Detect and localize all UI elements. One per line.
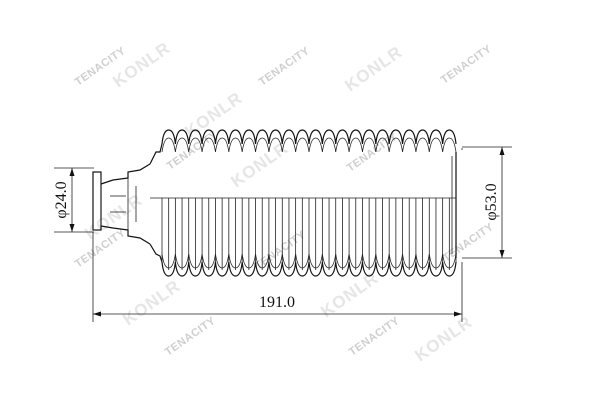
length-label: 191.0 — [259, 294, 295, 311]
boot-large-end — [451, 148, 463, 258]
watermark-brand: TENACITY — [345, 131, 400, 175]
outer-diameter-label: φ53.0 — [483, 183, 500, 220]
convolution-ridge — [161, 261, 457, 277]
inner-diameter-label: φ24.0 — [53, 181, 70, 218]
watermark-brand: TENACITY — [347, 315, 402, 359]
convolution-body-lines — [150, 197, 457, 270]
boot-neck — [92, 143, 163, 263]
watermark-logo: KONLR — [227, 138, 292, 191]
watermark-logo: KONLR — [317, 268, 382, 321]
convolution-top — [161, 129, 457, 153]
watermark-brand: TENACITY — [253, 229, 308, 273]
watermark-logo: KONLR — [411, 312, 476, 365]
convolution-ridge — [161, 137, 457, 153]
dimension-outer-diameter: φ53.0 — [462, 146, 512, 259]
dimension-length: 191.0 — [92, 232, 463, 322]
convolution-ridge — [161, 129, 457, 145]
watermark-logo: KONLR — [119, 276, 184, 329]
watermark-brand: TENACITY — [257, 45, 312, 89]
watermark-logo: KONLR — [341, 42, 406, 95]
watermark-brand: TENACITY — [439, 43, 494, 87]
watermark-brand: TENACITY — [163, 315, 218, 359]
dimension-inner-diameter: φ24.0 — [53, 167, 94, 233]
